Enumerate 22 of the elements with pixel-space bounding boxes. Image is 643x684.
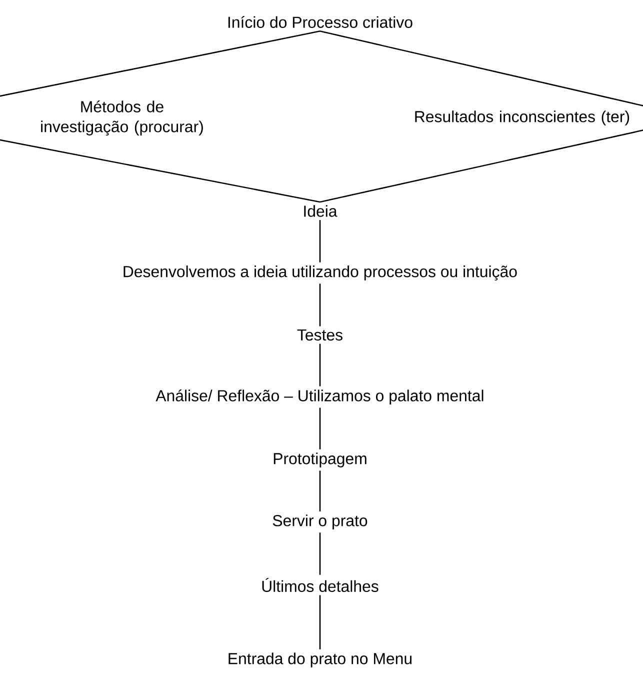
connector-line xyxy=(320,30,643,108)
step-text: Métodos de investigação (procurar) xyxy=(41,100,203,136)
step-text: Desenvolvemos a ideia utilizando processos ou intuição xyxy=(124,266,517,280)
step-text: Resultados inconscientes (ter) xyxy=(415,110,630,126)
connector-line xyxy=(320,128,643,203)
step-text: Ideia xyxy=(304,205,338,217)
step-text: Servir o prato xyxy=(272,514,368,530)
step-text: Análise/ Reflexão – Utilizamos o palato mental xyxy=(156,389,484,405)
connector-line xyxy=(0,30,320,98)
connector-line xyxy=(319,220,321,262)
connector-line xyxy=(319,408,321,450)
connector-line xyxy=(319,595,321,650)
step-text: Prototipagem xyxy=(274,452,366,468)
step-text: Últimos detalhes xyxy=(262,578,378,592)
connector-line xyxy=(319,470,321,512)
connector-line xyxy=(319,532,321,575)
step-text: Testes xyxy=(297,329,342,341)
connector-line xyxy=(0,138,320,203)
step-text: Entrada do prato no Menu xyxy=(228,652,412,668)
connector-line xyxy=(319,284,321,326)
connector-line xyxy=(319,344,321,386)
step-text: Início do Processo criativo xyxy=(228,16,412,28)
